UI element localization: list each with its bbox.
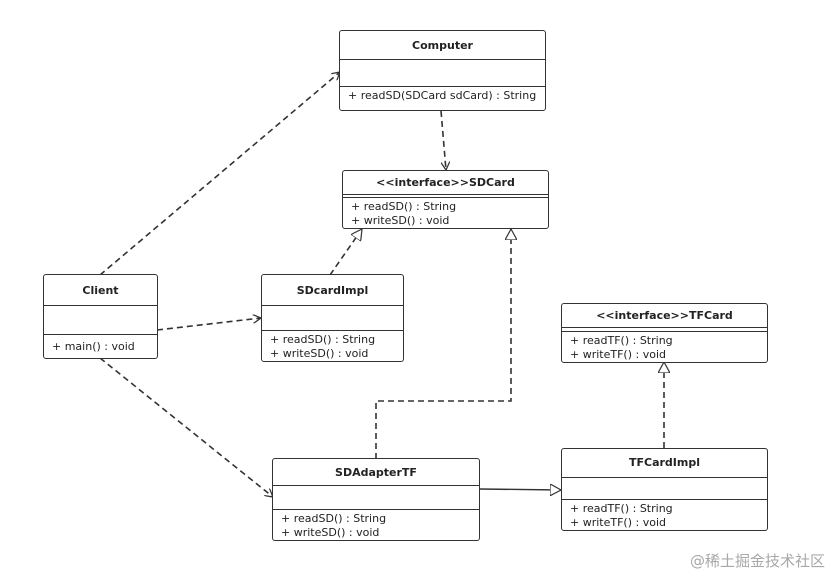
class-sdcardimpl-operations: + readSD() : String + writeSD() : void xyxy=(262,331,403,361)
class-client-name: Client xyxy=(44,275,157,306)
operation: + readTF() : String xyxy=(570,334,673,347)
class-tfcardimpl-operations: + readTF() : String + writeTF() : void xyxy=(562,500,767,530)
operation: + main() : void xyxy=(52,340,135,353)
relation-sdadaptertf-tfcardimpl xyxy=(478,489,561,490)
relation-sdcardimpl-sdcard xyxy=(329,229,362,276)
relation-sdadaptertf-sdcard xyxy=(375,229,511,459)
operation: + writeTF() : void xyxy=(570,348,666,361)
class-tfcard-interface[interactable]: <<interface>>TFCard + readTF() : String … xyxy=(561,303,768,363)
class-computer-name: Computer xyxy=(340,31,545,60)
operation: + readTF() : String xyxy=(570,502,673,515)
operation: + writeTF() : void xyxy=(570,516,666,529)
class-tfcard-interface-operations: + readTF() : String + writeTF() : void xyxy=(562,332,767,362)
operation: + writeSD() : void xyxy=(351,214,450,227)
class-tfcard-interface-name: <<interface>>TFCard xyxy=(562,304,767,329)
operation: + writeSD() : void xyxy=(281,526,380,539)
operation: + readSD() : String xyxy=(281,512,387,525)
class-tfcardimpl-name: TFCardImpl xyxy=(562,449,767,478)
class-computer[interactable]: Computer + readSD(SDCard sdCard) : Strin… xyxy=(339,30,546,111)
class-sdadaptertf-operations: + readSD() : String + writeSD() : void xyxy=(273,510,479,540)
class-sdcard-interface[interactable]: <<interface>>SDCard + readSD() : String … xyxy=(342,170,549,229)
relation-client-sdcardimpl xyxy=(156,318,261,331)
class-client-operations: + main() : void xyxy=(44,335,157,354)
class-tfcardimpl-attributes xyxy=(562,478,767,500)
class-client-attributes xyxy=(44,306,157,335)
class-sdcard-interface-name: <<interface>>SDCard xyxy=(343,171,548,196)
relation-client-sdadaptertf xyxy=(99,357,273,497)
class-sdadaptertf-attributes xyxy=(273,486,479,510)
relation-computer-sdcard xyxy=(440,110,446,170)
relation-client-computer xyxy=(99,72,340,276)
operation: + writeSD() : void xyxy=(270,347,369,360)
class-sdcardimpl-name: SDcardImpl xyxy=(262,275,403,306)
class-computer-attributes xyxy=(340,60,545,87)
class-client[interactable]: Client + main() : void xyxy=(43,274,158,359)
watermark: @稀土掘金技术社区 xyxy=(689,552,825,570)
operation: + readSD() : String xyxy=(270,333,376,346)
class-sdadaptertf[interactable]: SDAdapterTF + readSD() : String + writeS… xyxy=(272,458,480,541)
class-computer-operations: + readSD(SDCard sdCard) : String xyxy=(340,87,545,103)
class-tfcard-interface-attributes xyxy=(562,328,767,332)
operation: + readSD() : String xyxy=(351,200,457,213)
class-sdcard-interface-attributes xyxy=(343,195,548,198)
class-sdcard-interface-operations: + readSD() : String + writeSD() : void xyxy=(343,198,548,228)
class-tfcardimpl[interactable]: TFCardImpl + readTF() : String + writeTF… xyxy=(561,448,768,531)
class-sdcardimpl[interactable]: SDcardImpl + readSD() : String + writeSD… xyxy=(261,274,404,362)
class-sdadaptertf-name: SDAdapterTF xyxy=(273,459,479,487)
operation: + readSD(SDCard sdCard) : String xyxy=(348,89,537,102)
class-sdcardimpl-attributes xyxy=(262,306,403,331)
